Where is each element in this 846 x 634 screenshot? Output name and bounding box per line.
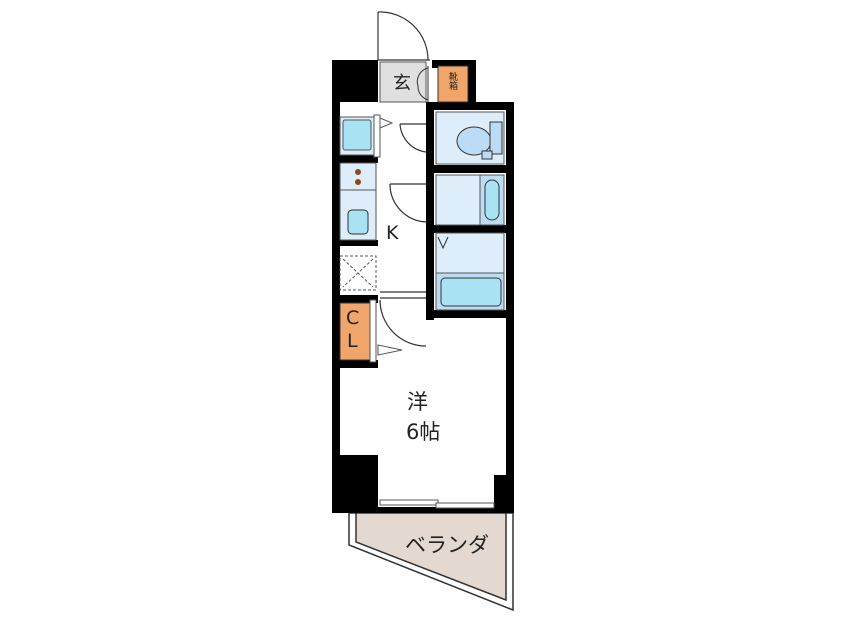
front-door-swing [377, 11, 430, 61]
western-room [340, 368, 506, 455]
entrance-floor [379, 61, 427, 103]
veranda-window [379, 499, 495, 509]
sink [347, 209, 369, 235]
closet [339, 302, 371, 361]
kitchen-label: K [386, 222, 399, 244]
closet-label-c: C [346, 307, 360, 329]
closet-label-l: L [347, 330, 358, 352]
shoe-box-label: 靴箱 [447, 72, 457, 90]
shoe-box [437, 65, 469, 103]
wash-basin [484, 179, 500, 221]
walls [332, 60, 514, 513]
veranda-label: ベランダ [405, 533, 489, 557]
veranda [348, 512, 514, 612]
bathtub [440, 277, 502, 307]
room-size-label: 6帖 [406, 420, 441, 444]
entrance-label: 玄 [393, 73, 411, 94]
room-type-label: 洋 [407, 390, 428, 414]
